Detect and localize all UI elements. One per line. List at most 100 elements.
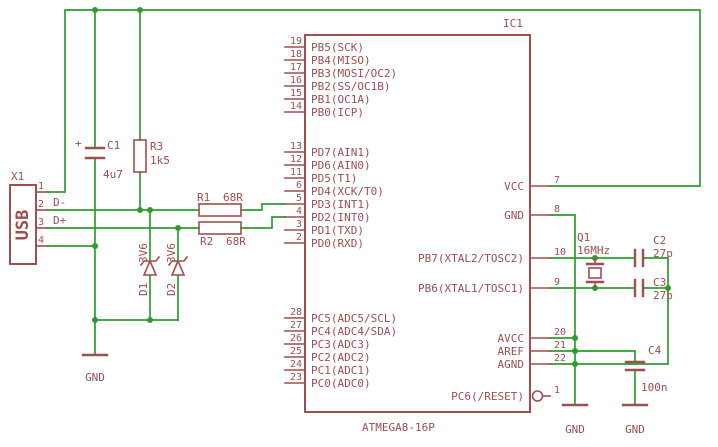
c3-value-label: 27p [653,289,673,302]
ic-pin-name: PC5(ADC5/SCL) [311,312,397,325]
usb-pin-number: 3 [38,217,44,228]
ic-pin-name: PC6(/RESET) [451,390,524,403]
ic-pin-name: AVCC [498,332,525,345]
ic-pin-name: PC2(ADC2) [311,351,371,364]
junction-dot [92,243,98,249]
r2-body [198,221,242,235]
d2-triangle [170,258,186,276]
r1-body [198,203,242,217]
ic-pin-number: 5 [296,193,302,204]
ic-pin-number: 8 [554,204,560,215]
ic-pin-number: 17 [290,62,302,73]
c1-polarity-label: + [75,137,82,150]
ic-pin-name: PD0(RXD) [311,237,364,250]
d1-value-label: 3V6 [137,243,150,263]
c3-ref-label: C3 [653,276,666,289]
ic-pins-right: 7VCC8GND10PB7(XTAL2/TOSC2)9PB6(XTAL1/TOS… [418,175,566,403]
gnd-label: GND [85,371,105,384]
ic-pin-number: 2 [296,232,302,243]
junction-dot [175,225,181,231]
r2-ref-label: R2 [200,235,213,248]
d2-ref-label: D2 [165,283,178,296]
r3-body [133,139,147,173]
q1-body [588,267,602,279]
junction-dot [572,335,578,341]
ic-pin-number: 6 [296,180,302,191]
junction-dot [147,207,153,213]
ic-pin-name: PB3(MOSI/OC2) [311,67,397,80]
ic-pin-number: 27 [290,320,302,331]
ic-pin-number: 16 [290,75,302,86]
ic-pin-number: 22 [554,353,566,364]
junction-dot [137,7,143,13]
ic-pin-name: PD6(AIN0) [311,159,371,172]
r2-value-label: 68R [226,235,246,248]
ic-pin-number: 4 [296,206,302,217]
ic-pin-name: PC4(ADC4/SDA) [311,325,397,338]
junction-dot [572,348,578,354]
wire-xtal-caps-gnd [574,257,669,365]
ic-pin-name: PB5(SCK) [311,41,364,54]
c4-ref-label: C4 [648,344,662,357]
r1-value-label: 68R [223,191,243,204]
usb-ref-label: X1 [11,170,24,183]
usb-pin-number: 4 [38,235,44,246]
usb-pin-number: 2 [38,199,44,210]
ic-body [304,34,531,413]
ic-pin-number: 9 [554,277,560,288]
ic-pin-name: PD7(AIN1) [311,146,371,159]
d1-ref-label: D1 [137,283,150,296]
ic-pin-name: PB4(MISO) [311,54,371,67]
c1-value-label: 4u7 [103,168,123,181]
usb-label: USB [13,210,33,241]
junction-dot [572,361,578,367]
junction-dots [92,7,671,367]
ic-pin-number: 23 [290,372,302,383]
ic-pin-name: PD1(TXD) [311,224,364,237]
ic-pin-name: PD3(INT1) [311,198,371,211]
c2-ref-label: C2 [653,234,666,247]
ic-pin-number: 18 [290,49,302,60]
junction-dot [92,317,98,323]
ic-pin-number: 1 [554,385,560,396]
q1-ref-label: Q1 [577,231,590,244]
usb-connector-body [9,184,37,265]
wire-vcc-rail [47,9,701,193]
labels: IC1 ATMEGA8-16P X1 USB 1 2 3 4 D- D+ + C… [11,17,673,436]
ic-pin-number: 10 [554,247,566,258]
ic-pin-number: 7 [554,175,560,186]
ic-pin-name: AREF [498,345,525,358]
ic-part-label: ATMEGA8-16P [362,421,435,434]
junction-dot [665,285,671,291]
net-label-dplus: D+ [53,214,67,227]
ic-pin-number: 13 [290,141,302,152]
ic-pin-number: 3 [296,219,302,230]
wire-dminus-to-ic [240,203,286,211]
ic-pin-number: 21 [554,340,566,351]
ic-pin-number: 14 [290,101,302,112]
c4-value-label: 100n [641,381,668,394]
ic-pin-name: PD2(INT0) [311,211,371,224]
ic-pin-name: PB7(XTAL2/TOSC2) [418,252,524,265]
ic-ref-label: IC1 [503,17,523,30]
r1-ref-label: R1 [197,191,210,204]
ic-pin-name: PC0(ADC0) [311,377,371,390]
ic-pin-name: PD5(T1) [311,172,357,185]
r3-value-label: 1k5 [150,154,170,167]
wire-ic-gnd [549,214,576,406]
ic-pin-number: 12 [290,154,302,165]
ic-pin-name: PB0(ICP) [311,106,364,119]
net-label-dminus: D- [53,196,66,209]
junction-dot [137,207,143,213]
ic-pin-number: 24 [290,359,302,370]
junction-dot [92,7,98,13]
symbols [9,34,649,413]
ic-pin-number: 11 [290,167,302,178]
ic-pin-number: 20 [554,327,566,338]
wire-aref-c4 [549,350,636,363]
r3-ref-label: R3 [150,140,163,153]
inversion-bubble-icon [531,390,544,402]
